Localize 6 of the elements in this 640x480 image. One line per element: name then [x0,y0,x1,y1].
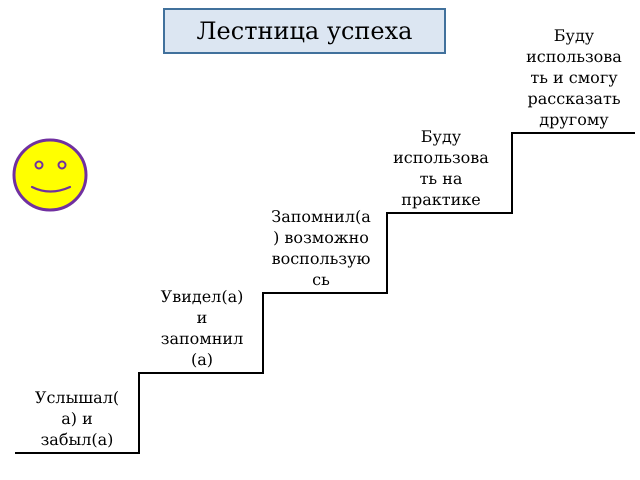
step-label: Буду использовать и смогу рассказать другому [525,25,623,130]
title-banner: Лестница успеха [163,8,446,54]
step-label: Буду использовать на практике [392,126,490,210]
step-label: Услышал(а) и забыл(а) [34,387,120,450]
step-label: Увидел(а) и запомнил(а) [160,286,244,370]
step-label: Запомнил(а) возможно воспользуюсь [271,206,371,290]
